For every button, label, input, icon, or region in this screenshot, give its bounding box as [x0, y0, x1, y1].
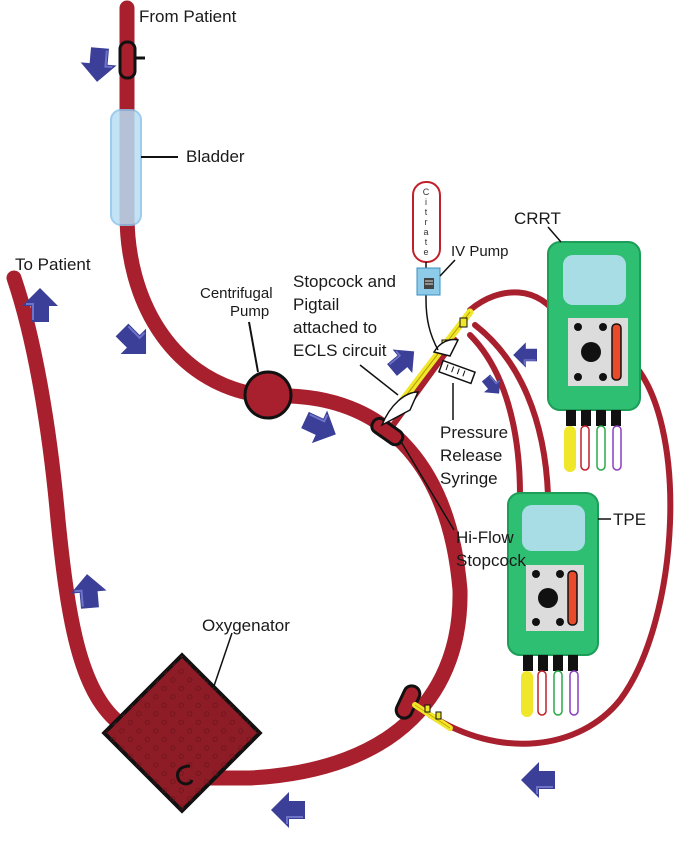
crrt-screen — [563, 255, 626, 305]
access-lines — [385, 289, 674, 747]
return-line — [6, 270, 126, 730]
pigtail-stopcock — [380, 308, 474, 427]
pressure-release-label: Syringe — [440, 469, 498, 488]
arrow-icon — [512, 341, 538, 369]
arrow-icon — [270, 791, 306, 829]
stopcock-label: Pigtail — [293, 295, 339, 314]
pressure-release-label: Pressure — [440, 423, 508, 442]
oxygenator-label: Oxygenator — [202, 616, 290, 635]
hi-flow-stopcock-lower — [412, 702, 453, 731]
stopcock-label: Stopcock and — [293, 272, 396, 291]
hi-flow-stopcock-label: Hi-Flow — [456, 528, 514, 547]
iv-pump-label: IV Pump — [451, 243, 509, 260]
main-tubing — [6, 0, 468, 786]
from-patient-label: From Patient — [139, 7, 237, 26]
arrow-icon — [520, 761, 556, 799]
to-patient-label: To Patient — [15, 255, 91, 274]
citrate-letter: t — [425, 207, 428, 217]
tpe-label: TPE — [613, 510, 646, 529]
bladder-label: Bladder — [186, 147, 245, 166]
citrate-letter: e — [423, 247, 428, 257]
citrate-letters: C i t r a t e — [423, 187, 430, 257]
citrate-letter: t — [425, 237, 428, 247]
drainage-line — [119, 0, 256, 401]
bladder — [110, 109, 142, 226]
arrow-icon — [78, 45, 119, 85]
stopcock-label: attached to — [293, 318, 377, 337]
centrifugal-pump-label: Pump — [230, 303, 269, 320]
citrate-letter: a — [423, 227, 428, 237]
pressure-release-label: Release — [440, 446, 502, 465]
pressure-release-syringe — [438, 359, 476, 420]
tpe-machine — [507, 492, 599, 717]
hi-flow-stopcock-label: Stopcock — [456, 551, 526, 570]
crrt-label: CRRT — [514, 209, 561, 228]
centrifugal-pump-label: Centrifugal — [200, 285, 273, 302]
citrate-letter: i — [425, 197, 427, 207]
crrt-machine — [547, 241, 641, 472]
citrate-letter: r — [425, 217, 428, 227]
oxygenator — [101, 652, 263, 814]
centrifugal-pump — [243, 370, 293, 420]
stopcock-label: ECLS circuit — [293, 341, 387, 360]
tpe-screen — [522, 505, 585, 551]
citrate-letter: C — [423, 187, 430, 197]
patient-connector — [118, 40, 137, 80]
